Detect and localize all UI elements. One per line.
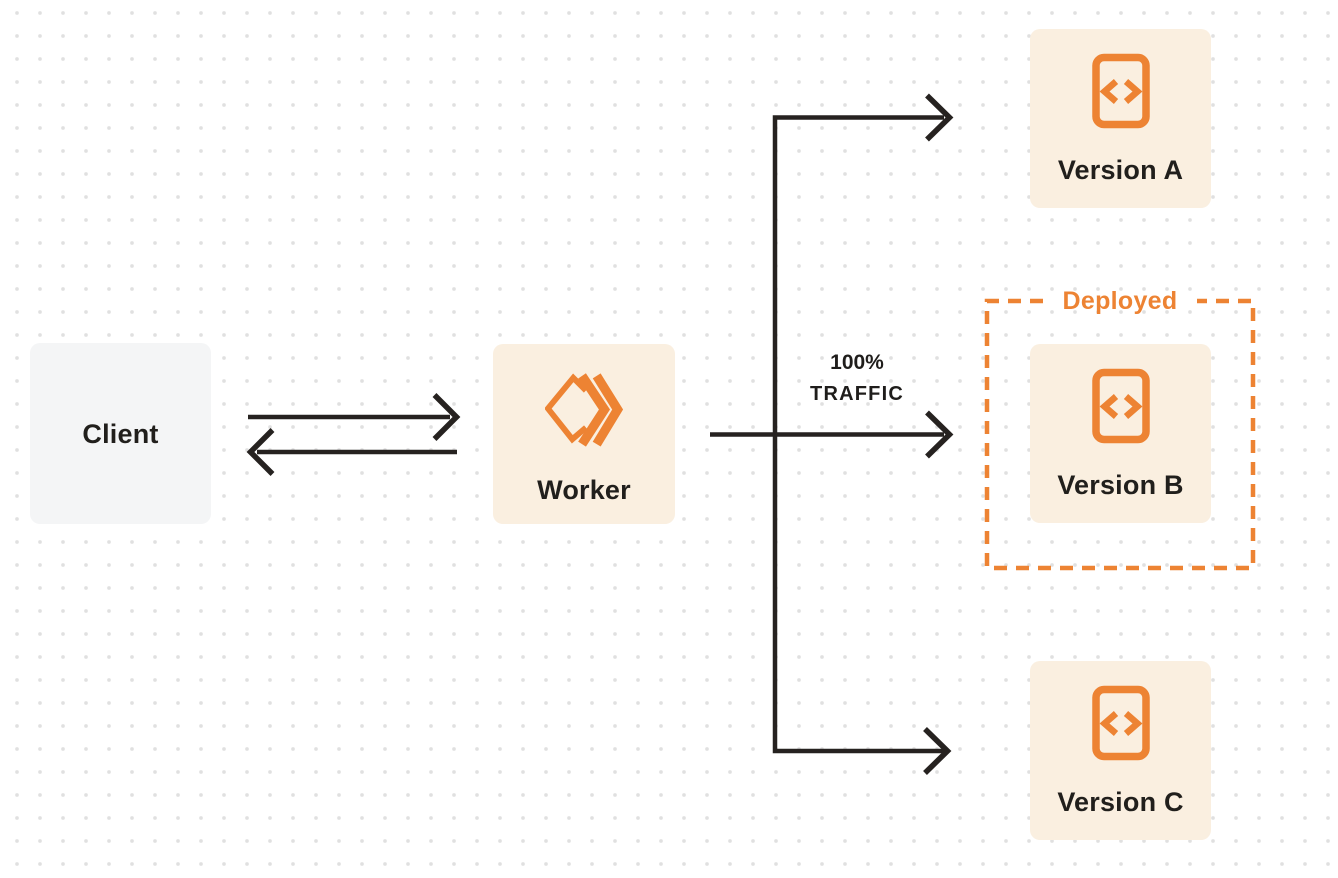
client-label: Client [82, 418, 159, 449]
worker-to-version-b-arrowhead [925, 410, 954, 459]
client-node: Client [30, 343, 211, 524]
workers-double-chevron-icon [544, 371, 624, 454]
code-document-icon [1091, 53, 1151, 134]
worker-to-client-arrowhead [246, 428, 275, 476]
deployed-badge: Deployed [1062, 287, 1178, 315]
branch-line [772, 115, 944, 754]
worker-label: Worker [537, 475, 631, 505]
traffic-percentage: 100% [830, 351, 884, 374]
version-b-node: Version B [1030, 344, 1211, 523]
code-document-icon [1091, 368, 1151, 449]
branch-to-version-a-arrowhead [925, 93, 954, 142]
version-b-label: Version B [1057, 470, 1184, 500]
code-document-icon [1091, 685, 1151, 766]
version-a-label: Version A [1057, 155, 1184, 185]
version-c-node: Version C [1030, 661, 1211, 840]
worker-node: Worker [493, 344, 675, 524]
traffic-word: TRAFFIC [810, 383, 904, 405]
version-a-node: Version A [1030, 29, 1211, 208]
client-to-worker-arrowhead [432, 393, 461, 441]
traffic-edge-label: 100% TRAFFIC [787, 349, 927, 411]
version-c-label: Version C [1057, 787, 1184, 817]
branch-to-version-c-arrowhead [923, 727, 952, 775]
deployed-dashed-border [984, 298, 1256, 571]
